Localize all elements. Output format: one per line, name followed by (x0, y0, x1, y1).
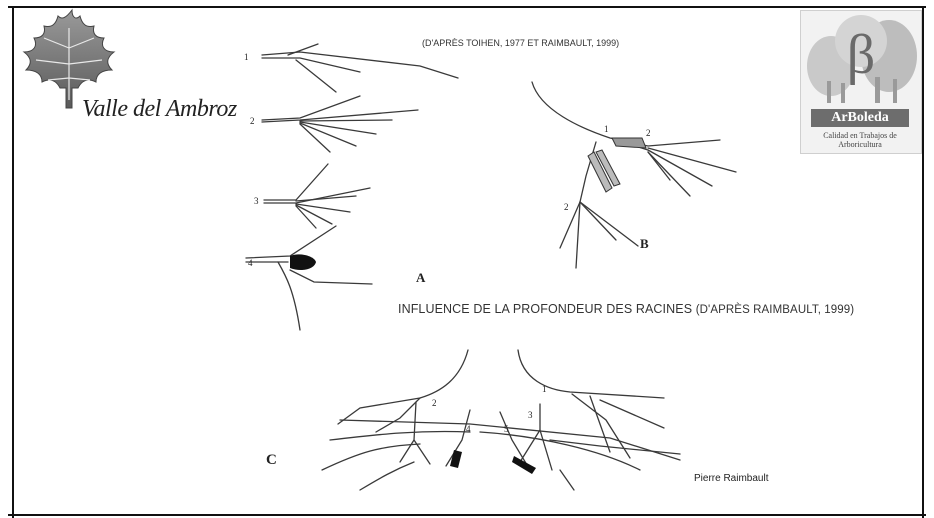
a-number-3: 3 (254, 196, 259, 206)
c-number-2: 2 (432, 398, 437, 408)
b-number-2a: 2 (646, 128, 651, 138)
a-number-2: 2 (250, 116, 255, 126)
a-number-4: 4 (248, 258, 253, 268)
c-number-4: 4 (466, 424, 471, 434)
b-number-1: 1 (604, 124, 609, 134)
b-number-2b: 2 (564, 202, 569, 212)
figure-label-c: C (266, 452, 277, 469)
figure-label-a: A (416, 270, 425, 286)
figure-c (322, 350, 680, 490)
figure-title-source: (D'APRÈS RAIMBAULT, 1999) (696, 304, 855, 316)
figure-a4 (246, 226, 372, 330)
figure-title-main: INFLUENCE DE LA PROFONDEUR DES RACINES (398, 302, 696, 316)
figure-credit: (D'APRÈS TOIHEN, 1977 ET RAIMBAULT, 1999… (422, 38, 619, 48)
figure-b (532, 82, 736, 268)
author-credit: Pierre Raimbault (694, 473, 768, 484)
a-number-1: 1 (244, 52, 249, 62)
figure-label-b: B (640, 236, 649, 252)
figure-a1 (262, 44, 458, 92)
c-number-5: 5 (504, 424, 509, 434)
figure-a3 (264, 164, 370, 228)
figure-a2 (262, 96, 418, 152)
c-number-1: 1 (542, 384, 547, 394)
c-number-3: 3 (528, 410, 533, 420)
figure-title: INFLUENCE DE LA PROFONDEUR DES RACINES (… (398, 302, 854, 316)
